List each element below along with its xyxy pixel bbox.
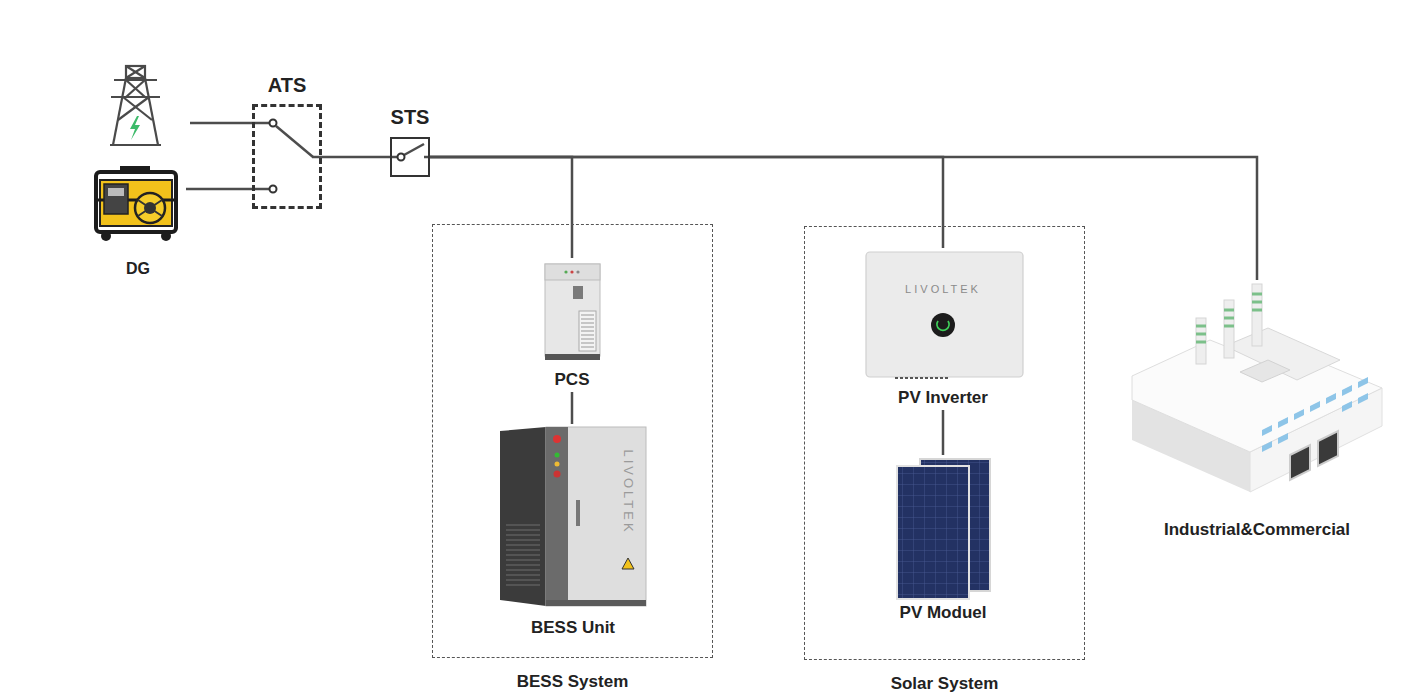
pcs-cabinet xyxy=(581,315,594,347)
factory-building xyxy=(1318,431,1338,466)
switch-contact xyxy=(270,186,277,193)
node-label: PV Moduel xyxy=(900,603,987,623)
pcs-cabinet xyxy=(545,354,600,360)
grid-tower xyxy=(110,144,161,146)
diesel-generator xyxy=(96,172,176,232)
power-line xyxy=(430,157,943,248)
generator-node: DG xyxy=(90,165,186,280)
factory-building xyxy=(1262,393,1368,452)
pcs-cabinet xyxy=(545,264,600,280)
node-label: BESS Unit xyxy=(531,618,615,638)
node-label: BESS System xyxy=(517,672,629,692)
grid-tower xyxy=(126,66,145,78)
wire xyxy=(404,144,424,155)
equipment-node: PCS xyxy=(527,258,617,392)
grid-tower xyxy=(126,66,145,78)
equipment-node: PV Inverter xyxy=(858,248,1028,410)
grid-tower xyxy=(126,66,145,78)
grid-tower xyxy=(126,80,145,97)
bess-cabinet xyxy=(546,600,646,606)
power-line xyxy=(571,392,574,424)
bess-cabinet xyxy=(553,435,561,443)
load-node: Industrial&Commercial xyxy=(1128,280,1386,542)
lightning-bolt xyxy=(130,116,140,140)
diesel-generator xyxy=(96,166,176,241)
bess-cabinet xyxy=(576,500,580,526)
bess-cabinet xyxy=(555,462,560,467)
pv-inverter xyxy=(895,377,948,379)
factory-building xyxy=(1290,445,1310,480)
node-label: Industrial&Commercial xyxy=(1164,520,1350,540)
grid-tower xyxy=(111,96,160,98)
power-line xyxy=(430,157,1257,280)
brand-label: LIVOLTEK xyxy=(622,449,635,534)
bess-cabinet xyxy=(554,471,561,478)
grid-tower xyxy=(126,80,145,97)
diesel-generator xyxy=(135,193,165,223)
grid-tower xyxy=(118,97,149,120)
factory-building xyxy=(1262,377,1368,436)
switch-contact xyxy=(270,120,277,127)
pcs-cabinet xyxy=(573,286,583,299)
pcs-cabinet xyxy=(576,270,579,273)
switch-box: STS xyxy=(390,137,430,177)
diesel-generator xyxy=(138,200,162,216)
factory-building xyxy=(1132,284,1382,492)
node-label: STS xyxy=(391,106,430,129)
power-line xyxy=(322,156,390,159)
factory-building xyxy=(1196,294,1262,342)
power-line xyxy=(942,410,945,455)
bess-cabinet xyxy=(546,427,646,606)
bess-cabinet xyxy=(622,558,634,569)
power-line xyxy=(186,188,252,191)
lightning-bolt xyxy=(130,116,140,140)
node-label: PCS xyxy=(555,370,590,390)
pv-module xyxy=(897,459,990,599)
pcs-cabinet xyxy=(579,311,596,351)
equipment-node: PV Moduel xyxy=(880,455,1006,625)
switch-contact xyxy=(398,154,405,161)
pcs-cabinet xyxy=(545,264,600,356)
bess-cabinet xyxy=(500,427,546,606)
diesel-generator xyxy=(100,180,172,226)
diesel-generator xyxy=(101,231,111,241)
node-label: PV Inverter xyxy=(898,388,988,408)
diesel-generator xyxy=(120,166,150,172)
pcs-cabinet xyxy=(564,270,567,273)
wire xyxy=(276,126,313,157)
pv-inverter xyxy=(866,252,1023,377)
grid-tower xyxy=(113,78,126,145)
pv-inverter xyxy=(937,321,949,330)
grid-tower xyxy=(110,66,161,145)
grid-tower xyxy=(145,78,158,145)
pcs-cabinet xyxy=(570,270,573,273)
diesel-generator xyxy=(161,231,171,241)
diesel-generator xyxy=(108,188,124,196)
pv-module xyxy=(897,466,969,599)
pcs-cabinet xyxy=(545,264,600,360)
wire xyxy=(190,123,430,189)
node-label: DG xyxy=(126,260,150,278)
bess-cabinet xyxy=(506,525,540,585)
pv-inverter xyxy=(931,313,955,337)
factory-building xyxy=(1240,360,1290,382)
group-box: BESS SystemPCSBESS Unit xyxy=(432,224,713,658)
wire xyxy=(190,122,270,125)
power-line xyxy=(430,157,572,258)
pv-inverter xyxy=(866,252,1023,378)
node-label: Solar System xyxy=(891,674,999,693)
bess-cabinet xyxy=(546,427,568,606)
switch-box: ATS xyxy=(252,104,322,209)
brand-label: LIVOLTEK xyxy=(905,284,981,295)
grid-tower xyxy=(114,79,157,81)
bess-cabinet xyxy=(500,427,646,606)
switch-contact xyxy=(270,120,405,193)
node-label: ATS xyxy=(268,74,307,97)
bess-cabinet xyxy=(555,453,560,458)
diesel-generator xyxy=(104,184,128,214)
